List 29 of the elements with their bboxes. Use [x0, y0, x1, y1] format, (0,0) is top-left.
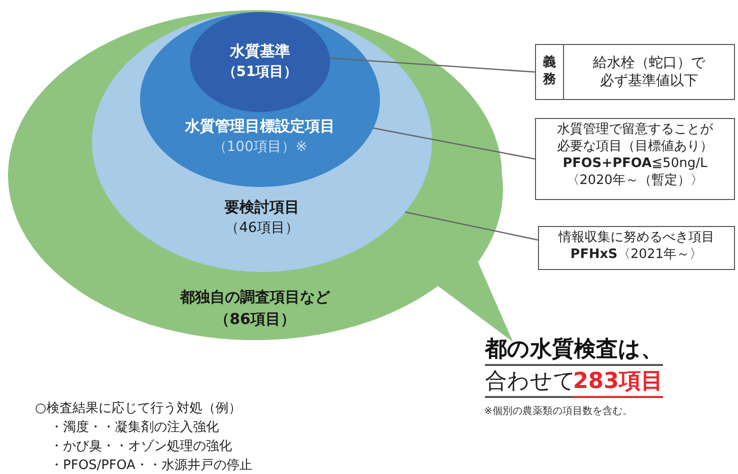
item-count: （51項目）	[222, 64, 298, 82]
region-title: 都独自の調査項目など	[180, 288, 330, 307]
box-text: 給水栓（蛇口）で必ず基準値以下	[592, 54, 706, 91]
text-box	[538, 226, 735, 270]
box-text: 水質管理で留意することが必要な項目（目標値あり）	[556, 122, 714, 156]
region-title: 水質管理目標設定項目	[185, 117, 335, 136]
duty-label: 義務	[536, 45, 564, 99]
note-item: ・PFOS/PFOA・・水源井戸の停止	[50, 457, 252, 474]
headline: 都の水質検査は、	[485, 334, 663, 366]
highlight-number: 283項目	[573, 366, 663, 398]
note-heading: ○検査結果に応じて行う対処（例）	[35, 400, 242, 417]
leader-line	[404, 211, 538, 241]
region-title: 水質基準	[230, 42, 290, 61]
note-item: ・濁度・・凝集剤の注入強化	[50, 419, 219, 436]
text-box	[535, 118, 735, 200]
leader-line	[328, 57, 536, 73]
box-text: 情報収集に努めるべき項目	[557, 230, 716, 247]
text-box	[535, 44, 735, 100]
item-count: （46項目）	[225, 220, 299, 238]
item-count: （100項目）※	[212, 139, 308, 156]
footnote: ※個別の農薬類の項目数を含む。	[484, 404, 632, 418]
headline: 合わせて	[485, 366, 576, 398]
box-text: PFOS+PFOA≦50ng/L	[562, 156, 708, 173]
box-text: PFHxS〈2021年～〉	[569, 246, 704, 264]
leader-line	[372, 127, 536, 160]
box-text: 〈2020年～（暫定）〉	[565, 172, 705, 190]
item-count: （86項目）	[214, 310, 296, 329]
note-item: ・かび臭・・オゾン処理の強化	[50, 438, 232, 455]
region-title: 要検討項目	[224, 198, 300, 217]
